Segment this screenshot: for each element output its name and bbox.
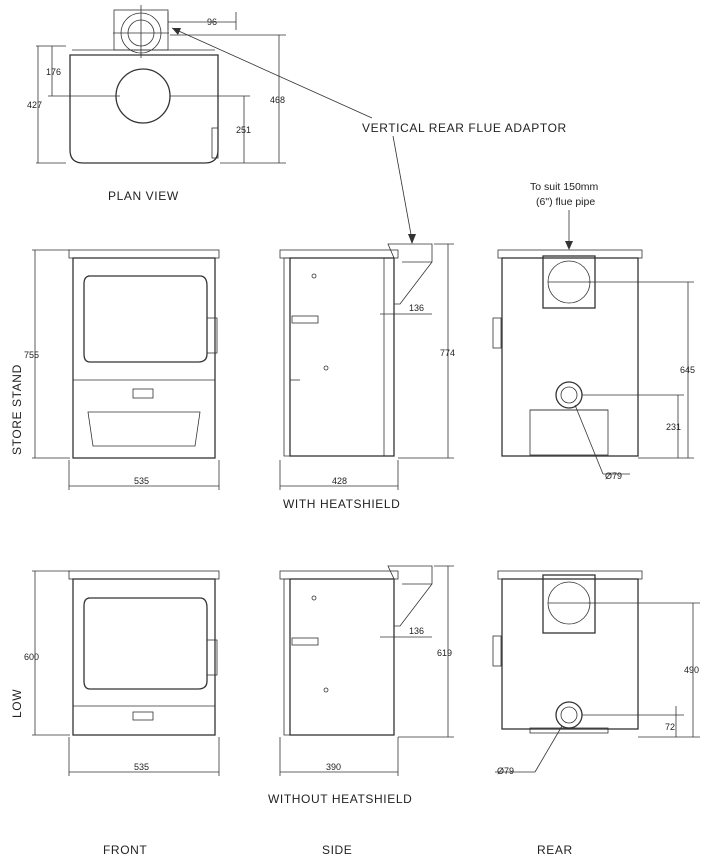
store-side-dim-height: 774 [440,348,455,358]
flue-pipe-note-line1: To suit 150mm [530,181,599,193]
low-front-dim-height: 600 [24,652,39,662]
store-rear-dim-inlet: 231 [666,422,681,432]
low-rear-dim-flue-height: 490 [684,665,699,675]
store-stand-label: STORE STAND [10,364,24,455]
low-side-view: 136 619 390 WITHOUT HEATSHIELD [268,565,454,806]
low-rear-dim-inlet: 72 [665,722,675,732]
store-side-dim-depth: 428 [332,476,347,486]
column-front-label: FRONT [103,843,147,857]
flue-pipe-note-line2: (6") flue pipe [536,196,595,208]
plan-dim-96: 96 [207,17,217,27]
without-heatshield-caption: WITHOUT HEATSHIELD [268,792,412,806]
plan-view: 96 427 176 468 251 PLAN VIEW [27,5,286,203]
plan-dim-427: 427 [27,100,42,110]
low-rear-view: 490 72 Ø79 [492,570,700,776]
low-label: LOW [10,689,24,718]
plan-dim-468: 468 [270,95,285,105]
store-front-dim-width: 535 [134,476,149,486]
store-stand-rear-view: 645 231 Ø79 [492,249,695,481]
store-side-dim-flue: 136 [409,303,424,313]
low-front-dim-width: 535 [134,762,149,772]
flue-adaptor-label: VERTICAL REAR FLUE ADAPTOR [362,121,567,135]
column-rear-label: REAR [537,843,573,857]
store-stand-side-view: 136 774 428 WITH HEATSHIELD [279,243,455,511]
plan-view-title: PLAN VIEW [108,189,179,203]
store-front-dim-height: 755 [24,350,39,360]
low-side-dim-depth: 390 [326,762,341,772]
store-stand-front-view: 755 535 [24,249,220,490]
low-front-view: 600 535 [24,570,220,776]
store-rear-dim-diameter: Ø79 [605,471,622,481]
column-side-label: SIDE [322,843,352,857]
plan-dim-251: 251 [236,125,251,135]
low-rear-dim-diameter: Ø79 [497,766,514,776]
store-rear-dim-flue-height: 645 [680,365,695,375]
flue-callouts: VERTICAL REAR FLUE ADAPTOR To suit 150mm… [171,27,599,250]
plan-dim-176: 176 [46,67,61,77]
low-side-dim-flue: 136 [409,626,424,636]
with-heatshield-caption: WITH HEATSHIELD [283,497,400,511]
low-side-dim-height: 619 [437,648,452,658]
